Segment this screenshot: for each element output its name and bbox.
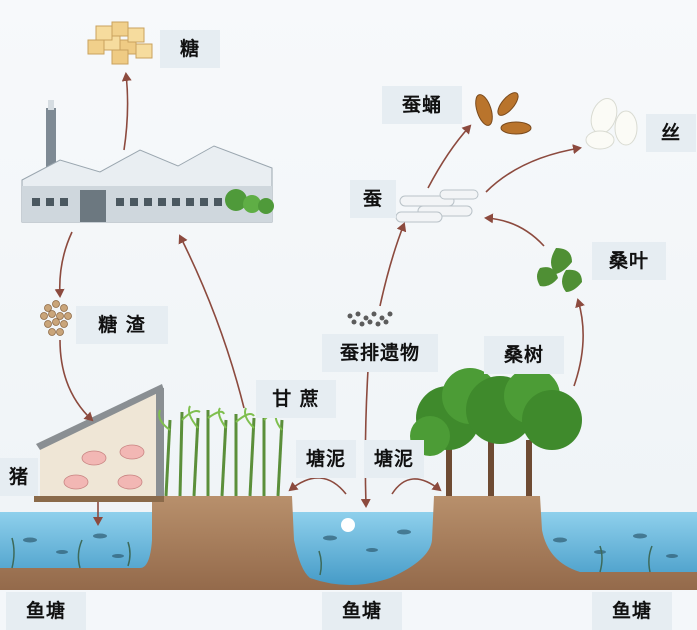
flow-arrows [54,72,585,526]
label-mulberry-leaf: 桑叶 [592,242,666,280]
sugar-cubes [87,21,153,65]
label-silk: 丝 [646,114,696,152]
excrement-pellets [347,311,393,327]
arrow-tree-to-leaf [573,298,585,387]
label-pig: 猪 [0,458,38,496]
arrow-factory-to-bagasse [54,231,73,298]
arrow-excrement-to-pond [360,369,371,508]
arrow-silkworm-to-silk [485,144,582,193]
fish-group [23,529,678,558]
arrow-excrement-to-silkworm [379,222,407,307]
cocoon-icons [585,98,638,150]
label-pond-mud-left: 塘泥 [296,440,356,478]
label-fishpond-right: 鱼塘 [592,592,672,630]
arrow-leaf-to-silkworm [484,213,545,247]
mulberry-leaf-icons [537,248,582,292]
label-pupa: 蚕蛹 [382,86,462,124]
arrow-silkworm-to-pupa [427,124,472,189]
mulberry-trees [410,368,582,496]
label-mulberry-tree: 桑树 [484,336,564,374]
arrow-mud-to-trees [391,478,442,495]
sugar-factory [21,100,274,223]
marker-dot [341,518,355,532]
arrow-cane-to-factory [178,234,245,409]
arrow-bagasse-to-barn [59,339,94,422]
label-silkworm: 蚕 [350,180,396,218]
pupa-icons [475,92,532,135]
sugarcane-field [164,410,284,497]
water-plants [11,537,653,576]
pig-barn [34,384,164,502]
label-fishpond-center: 鱼塘 [322,592,402,630]
arrow-mud-to-cane [288,477,347,495]
silkworm-icons [395,189,479,223]
label-bagasse: 糖 渣 [76,306,168,344]
label-sugarcane: 甘 蔗 [256,380,336,418]
label-pond-mud-right: 塘泥 [364,440,424,478]
bagasse-pellets [40,300,72,336]
label-sugar: 糖 [160,30,220,68]
arrow-factory-to-sugar [121,72,132,151]
label-silkworm-excrement: 蚕排遗物 [322,334,438,372]
label-fishpond-left: 鱼塘 [6,592,86,630]
